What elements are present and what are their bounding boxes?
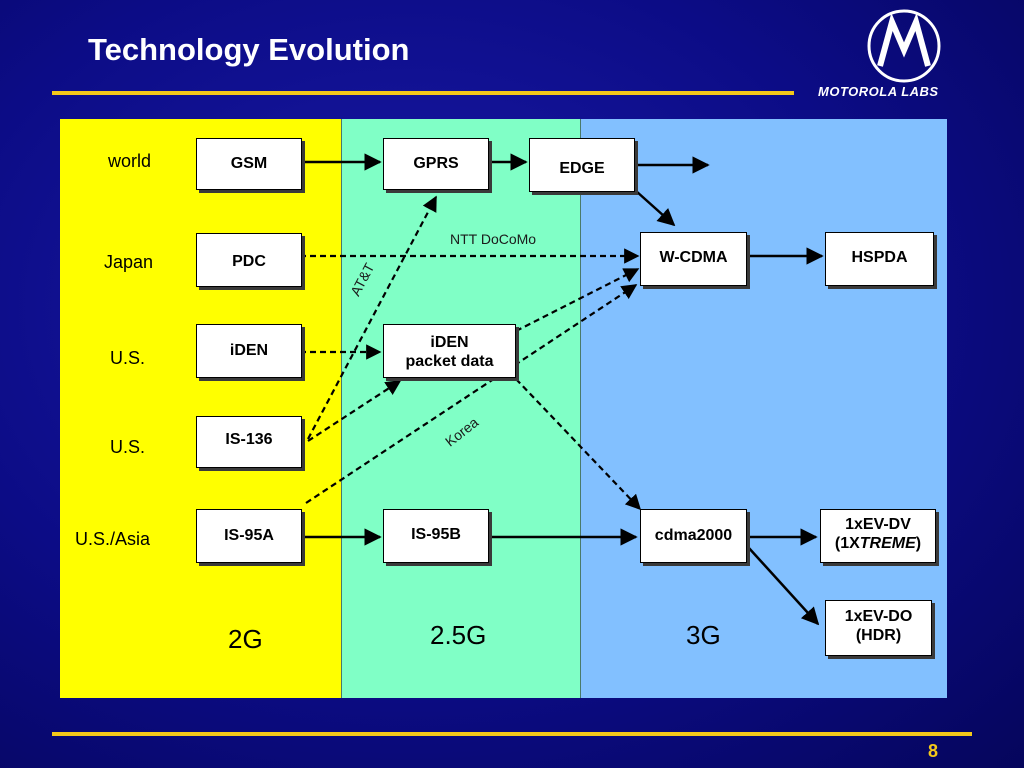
slide-title: Technology Evolution	[88, 32, 410, 67]
node-1xev-do: 1xEV-DO (HDR)	[825, 600, 932, 656]
region-label: world	[108, 151, 152, 171]
diagram-panel: world Japan U.S. U.S. U.S./Asia GSM GPRS…	[60, 119, 947, 698]
node-gprs: GPRS	[383, 138, 489, 190]
node-iden: iDEN	[196, 324, 302, 378]
node-is136: IS-136	[196, 416, 302, 468]
node-edge: EDGE	[529, 138, 635, 192]
zone-2g	[60, 119, 341, 698]
node-1xev-dv: 1xEV-DV (1XTREME)	[820, 509, 936, 563]
node-ev-dv-line1: 1xEV-DV	[845, 516, 911, 533]
generation-label: 2.5G	[430, 620, 487, 650]
region-label: U.S./Asia	[75, 529, 151, 549]
node-ev-dv-line2: (1XTREME)	[834, 535, 922, 552]
title-divider	[52, 91, 794, 95]
node-ev-do-line1: 1xEV-DO	[844, 608, 913, 625]
node-is95b: IS-95B	[383, 509, 489, 563]
footer-divider	[52, 732, 972, 736]
node-iden-packet-line2: packet data	[405, 353, 494, 370]
arrow-cdma2000-evdo	[747, 546, 820, 626]
brand-label: MOTOROLA LABS	[818, 84, 939, 99]
arrow-is95a-wcdma	[305, 284, 638, 504]
node-pdc: PDC	[196, 233, 302, 287]
node-iden-packet-data: iDEN packet data	[383, 324, 516, 378]
arrow-is136-idenpacket	[307, 380, 402, 442]
arrow-idenpacket-cdma2000	[515, 378, 642, 511]
region-label: Japan	[104, 252, 154, 272]
region-label: U.S.	[110, 348, 146, 368]
zone-2-5g	[341, 119, 581, 698]
arrow-edge-wcdma	[635, 190, 676, 227]
node-cdma2000: cdma2000	[640, 509, 747, 563]
generation-label: 3G	[686, 620, 721, 650]
connection-arrows	[300, 153, 824, 626]
node-iden-packet-line1: iDEN	[430, 334, 469, 351]
node-wcdma: W-CDMA	[640, 232, 747, 286]
arrow-idenpacket-wcdma	[515, 268, 640, 332]
arrow-is136-gprs	[307, 195, 437, 440]
page-number: 8	[928, 741, 939, 761]
node-hspda: HSPDA	[825, 232, 934, 286]
node-ev-do-line2: (HDR)	[855, 627, 902, 644]
region-label: U.S.	[110, 437, 146, 457]
generation-label: 2G	[228, 624, 263, 654]
motorola-logo-icon	[867, 9, 941, 83]
node-gsm: GSM	[196, 138, 302, 190]
label-ntt-docomo: NTT DoCoMo	[450, 231, 537, 247]
node-is95a: IS-95A	[196, 509, 302, 563]
